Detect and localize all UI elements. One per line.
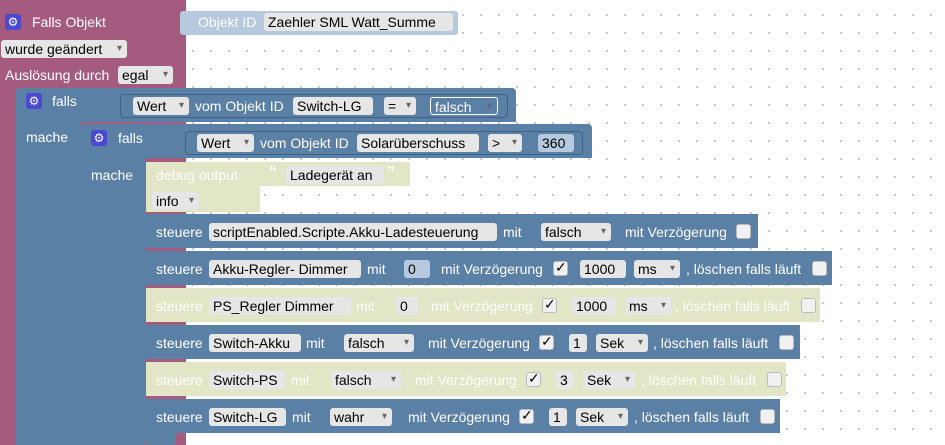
delay-amount-field[interactable]: 1000 — [572, 297, 616, 315]
delay-checkbox[interactable] — [526, 370, 541, 387]
clear-checkbox[interactable] — [767, 372, 782, 387]
delay-label: mit Verzögerung — [408, 409, 510, 425]
delay-amount-field[interactable]: 3 — [556, 371, 574, 389]
control-keyword: steuere — [156, 224, 203, 240]
delay-unit-dropdown[interactable]: Sek — [583, 371, 635, 389]
delay-label: mit Verzögerung — [441, 261, 543, 277]
control-object-field[interactable]: Switch-PS — [209, 371, 285, 389]
clear-checkbox[interactable] — [801, 298, 816, 313]
control-value-dropdown[interactable]: falsch — [331, 371, 401, 389]
delay-label: mit Verzögerung — [415, 372, 517, 388]
clear-label: , löschen falls läuft — [641, 372, 757, 388]
compare-value-dropdown[interactable]: falsch — [430, 97, 498, 116]
control-object-field[interactable]: Switch-Akku — [209, 334, 301, 352]
control-keyword: steuere — [156, 261, 203, 277]
delay-checkbox[interactable] — [539, 333, 554, 350]
gear-icon[interactable]: ⚙ — [26, 93, 42, 109]
with-label: mit — [503, 224, 522, 240]
delay-unit-dropdown[interactable]: Sek — [576, 408, 628, 426]
delay-unit-dropdown[interactable]: Sek — [596, 334, 648, 352]
delay-checkbox[interactable] — [736, 224, 751, 239]
delay-checkbox[interactable] — [542, 296, 557, 313]
if-block-1[interactable] — [16, 88, 82, 445]
trigger-block-header[interactable] — [0, 10, 186, 36]
value-type-dropdown[interactable]: Wert — [197, 134, 254, 152]
with-label: mit — [292, 409, 311, 425]
trigger-event-dropdown[interactable]: wurde geändert — [1, 40, 127, 58]
delay-unit-dropdown[interactable]: ms — [625, 297, 671, 315]
quote-open-icon: “ — [269, 164, 277, 181]
block-end-notch — [146, 433, 176, 445]
compare-block[interactable] — [120, 94, 508, 118]
delay-amount-field[interactable]: 1 — [549, 408, 567, 426]
from-object-label: vom Objekt ID — [195, 98, 284, 114]
control-value-dropdown[interactable]: wahr — [330, 408, 392, 426]
control-object-field[interactable]: Switch-LG — [209, 408, 286, 426]
control-value-dropdown[interactable]: falsch — [541, 223, 611, 241]
delay-unit-dropdown[interactable]: ms — [634, 260, 680, 278]
clear-checkbox[interactable] — [779, 335, 794, 350]
debug-text-field[interactable]: Ladegerät an — [286, 166, 384, 184]
control-object-field[interactable]: scriptEnabled.Scripte.Akku-Ladesteuerung — [209, 223, 497, 241]
control-number-field[interactable]: 0 — [404, 260, 430, 278]
clear-label: , löschen falls läuft — [634, 409, 750, 425]
value-type-dropdown[interactable]: Wert — [133, 97, 189, 115]
with-label: mit — [356, 298, 375, 314]
trigger-object-id-field[interactable]: Zaehler SML Watt_Summe — [264, 13, 453, 31]
delay-label: mit Verzögerung — [625, 224, 727, 240]
operator-dropdown[interactable]: = — [384, 97, 416, 115]
operator-dropdown[interactable]: > — [488, 134, 522, 152]
clear-label: , löschen falls läuft — [686, 261, 802, 277]
compare-number-field[interactable]: 360 — [538, 134, 574, 152]
debug-output-label: debug output — [156, 167, 238, 183]
control-object-field[interactable]: Akku-Regler- Dimmer — [209, 260, 361, 278]
delay-amount-field[interactable]: 1 — [569, 334, 587, 352]
control-object-field[interactable]: PS_Regler Dimmer — [209, 297, 351, 315]
control-keyword: steuere — [156, 372, 203, 388]
object-id-label: Objekt ID — [198, 14, 257, 30]
condition-object-field[interactable]: Solarüberschuss — [357, 134, 479, 152]
condition-object-field[interactable]: Switch-LG — [293, 97, 373, 115]
control-number-field[interactable]: 0 — [396, 297, 418, 315]
clear-label: , löschen falls läuft — [653, 335, 769, 351]
do-keyword: mache — [91, 167, 134, 183]
delay-amount-field[interactable]: 1000 — [580, 260, 626, 278]
clear-checkbox[interactable] — [760, 409, 775, 424]
compare-block[interactable] — [185, 131, 583, 155]
if-keyword: falls — [52, 93, 77, 109]
with-label: mit — [291, 372, 310, 388]
control-keyword: steuere — [156, 335, 203, 351]
delay-label: mit Verzögerung — [428, 335, 530, 351]
delay-label: mit Verzögerung — [431, 298, 533, 314]
trigger-title: Falls Objekt — [32, 14, 106, 30]
clear-label: , löschen falls läuft — [675, 298, 791, 314]
gear-icon[interactable]: ⚙ — [5, 14, 21, 30]
from-object-label: vom Objekt ID — [260, 135, 349, 151]
trigger-by-dropdown[interactable]: egal — [118, 66, 173, 84]
gear-icon[interactable]: ⚙ — [91, 130, 107, 146]
if-block-2[interactable] — [82, 124, 146, 445]
with-label: mit — [306, 335, 325, 351]
clear-checkbox[interactable] — [812, 261, 827, 276]
delay-checkbox[interactable] — [519, 407, 534, 424]
trigger-by-label: Auslösung durch — [5, 67, 110, 83]
with-label: mit — [367, 261, 386, 277]
control-keyword: steuere — [156, 409, 203, 425]
control-value-dropdown[interactable]: falsch — [344, 334, 414, 352]
do-keyword: mache — [26, 129, 69, 145]
delay-checkbox[interactable] — [553, 259, 568, 276]
quote-close-icon: ” — [387, 164, 395, 181]
debug-level-dropdown[interactable]: info — [152, 192, 199, 210]
if-keyword: falls — [118, 130, 143, 146]
control-keyword: steuere — [156, 298, 203, 314]
